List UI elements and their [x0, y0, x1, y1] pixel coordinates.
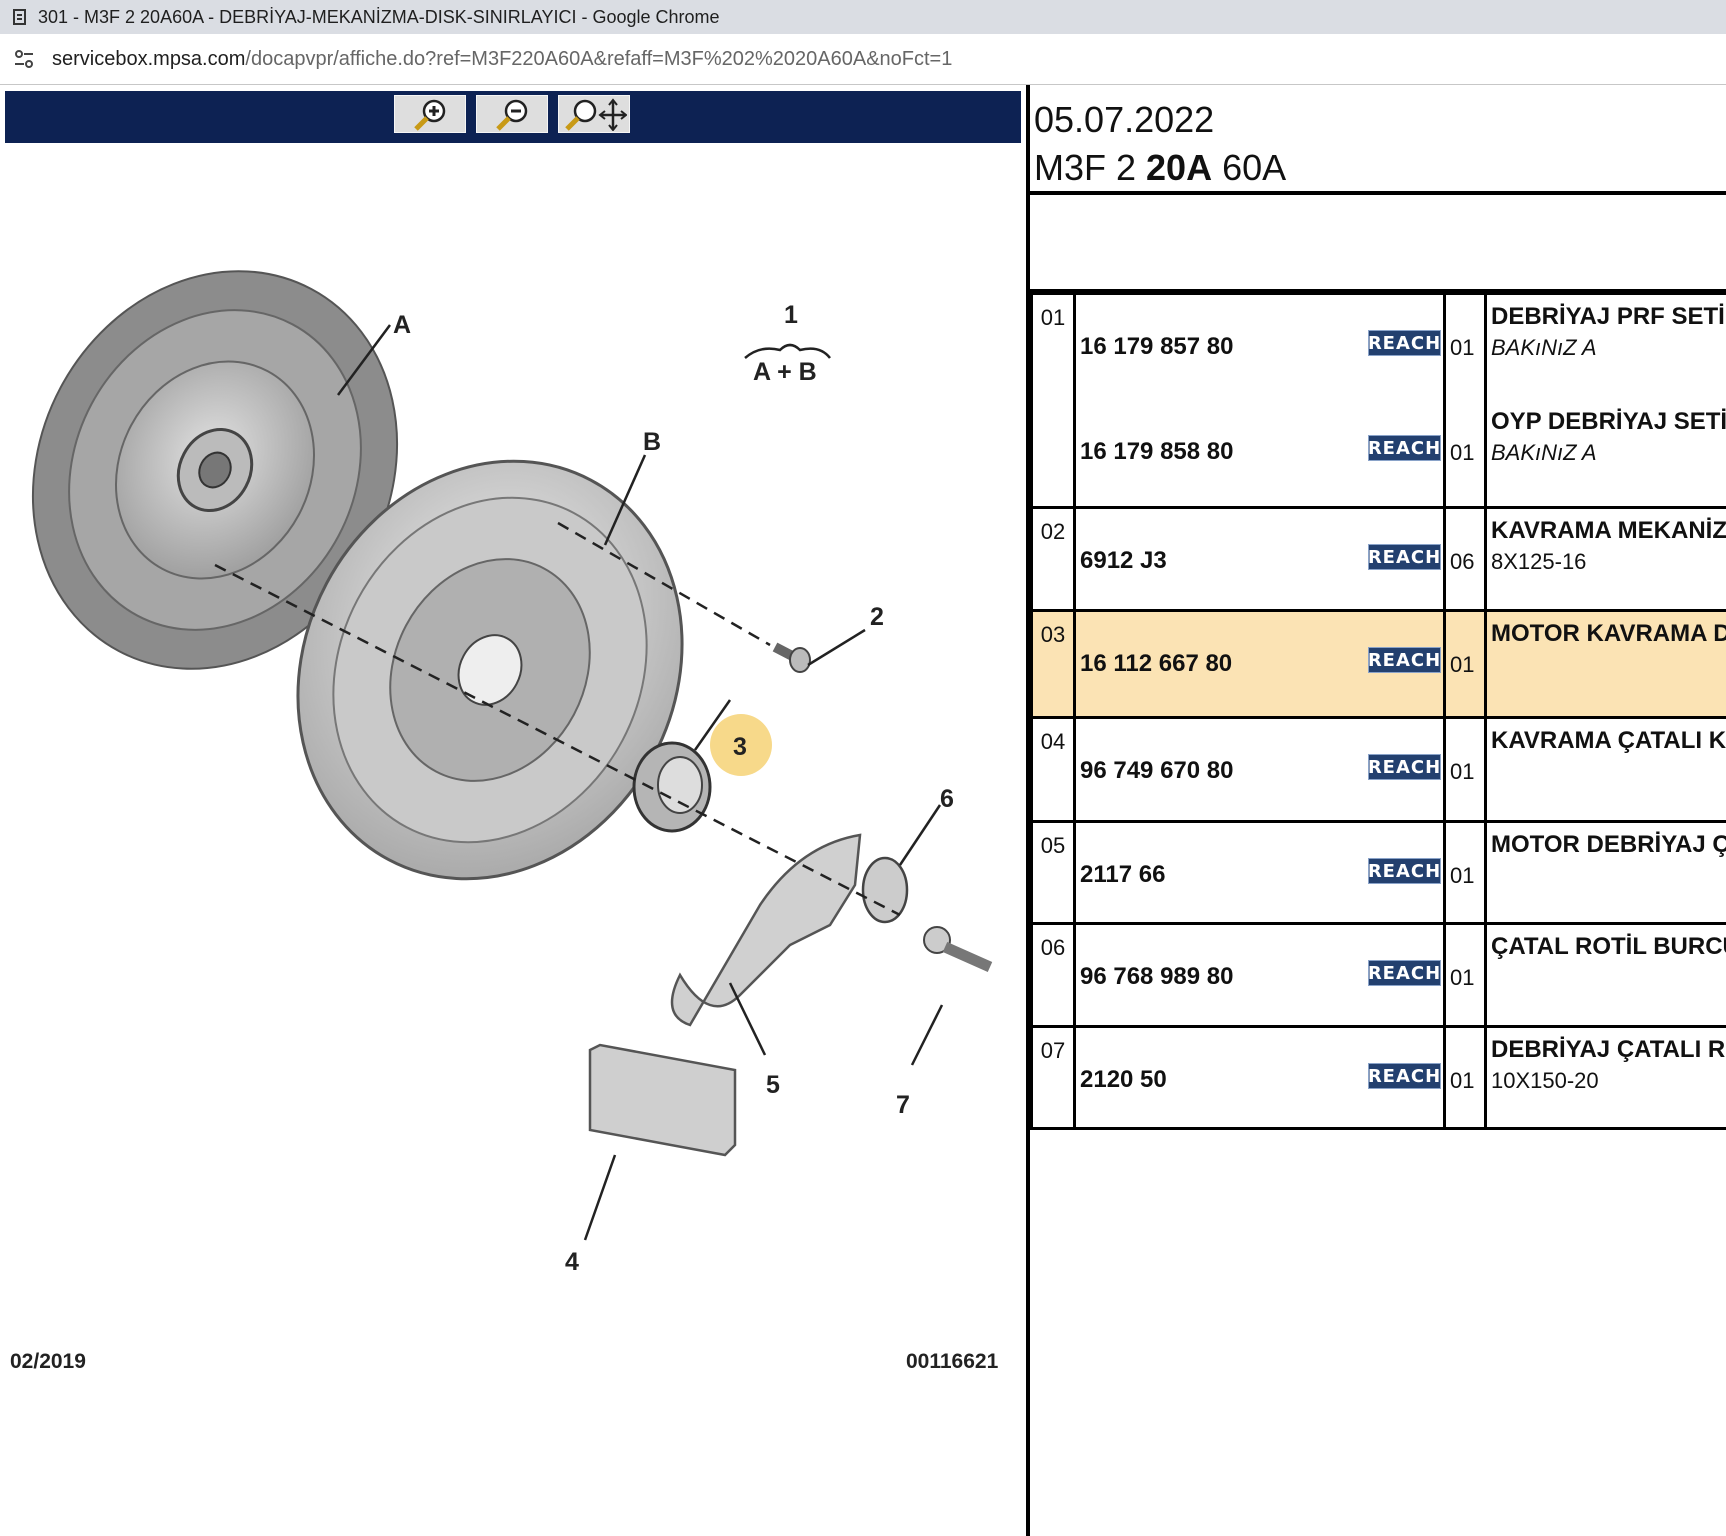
- reach-badge: REACH: [1368, 435, 1441, 461]
- position-number: 05: [1030, 820, 1076, 925]
- bolt: [772, 642, 811, 673]
- parts-panel: 05.07.2022 M3F 2 20A 60A 01 16 179 857 8…: [1030, 85, 1726, 1536]
- quantity: 01: [1450, 759, 1475, 784]
- part-description: MOTOR KAVRAMA DA: [1491, 620, 1726, 647]
- zoom-out-icon: [496, 99, 528, 131]
- part-description: ÇATAL ROTİL BURCU: [1491, 933, 1726, 960]
- position-number: 04: [1030, 716, 1076, 823]
- quantity: 06: [1450, 549, 1475, 574]
- table-top-rule: [1030, 289, 1726, 293]
- parts-table: 01 16 179 857 80 REACH 16 179 858 80 REA…: [1030, 292, 1726, 1130]
- exploded-diagram: A B 1 A + B 2 3 4 5 6 7: [31, 270, 993, 1276]
- window-titlebar: 301 - M3F 2 20A60A - DEBRİYAJ-MEKANİZMA-…: [0, 0, 1726, 34]
- table-row[interactable]: 01 16 179 857 80 REACH 16 179 858 80 REA…: [1030, 292, 1726, 509]
- zoom-in-button[interactable]: [394, 95, 466, 133]
- url-host[interactable]: servicebox.mpsa.com: [52, 47, 246, 70]
- label-a-plus-b: A + B: [753, 358, 817, 386]
- model-ref: M3F 2 20A 60A: [1034, 147, 1287, 188]
- part-description: OYP DEBRİYAJ SETİ: [1491, 408, 1726, 435]
- table-row[interactable]: 05 2117 66 REACH 01 MOTOR DEBRİYAJ ÇA: [1030, 820, 1726, 925]
- part-note[interactable]: BAKıNıZ A: [1491, 335, 1597, 360]
- position-number: 02: [1030, 506, 1076, 612]
- site-settings-icon[interactable]: [12, 47, 36, 71]
- table-row[interactable]: 06 96 768 989 80 REACH 01 ÇATAL ROTİL BU…: [1030, 922, 1726, 1028]
- pivot-bushing: [861, 856, 909, 924]
- part-number[interactable]: 2120 50: [1080, 1066, 1167, 1093]
- part-number[interactable]: 16 179 858 80: [1080, 438, 1234, 465]
- reach-badge: REACH: [1368, 544, 1441, 570]
- part-description: KAVRAMA MEKANİZM: [1491, 517, 1726, 544]
- page-date: 05.07.2022: [1034, 99, 1215, 140]
- url-path[interactable]: /docapvpr/affiche.do?ref=M3F220A60A&refa…: [245, 47, 953, 70]
- quantity: 01: [1450, 1068, 1475, 1093]
- quantity: 01: [1450, 863, 1475, 888]
- reach-badge: REACH: [1368, 647, 1441, 673]
- reach-badge: REACH: [1368, 330, 1441, 356]
- part-description: DEBRİYAJ ÇATALI RO: [1491, 1036, 1726, 1063]
- position-number: 01: [1030, 292, 1076, 509]
- part-description: DEBRİYAJ PRF SETİ: [1491, 303, 1725, 330]
- label-6: 6: [940, 785, 954, 813]
- clutch-disc: [31, 270, 399, 670]
- label-a: A: [393, 311, 411, 339]
- part-description: KAVRAMA ÇATALI KÖ: [1491, 727, 1726, 754]
- reach-badge: REACH: [1368, 960, 1441, 986]
- position-number: 03: [1030, 609, 1076, 719]
- label-2: 2: [870, 603, 884, 631]
- panel-divider: [1026, 85, 1030, 1536]
- part-number[interactable]: 16 179 857 80: [1080, 333, 1234, 360]
- part-note[interactable]: BAKıNıZ A: [1491, 440, 1597, 465]
- table-row[interactable]: 07 2120 50 REACH 01 DEBRİYAJ ÇATALI RO 1…: [1030, 1025, 1726, 1130]
- label-5: 5: [766, 1071, 780, 1099]
- zoom-toolbar: [5, 91, 1021, 143]
- diagram-panel: A B 1 A + B 2 3 4 5 6 7 02/2019 00116621: [0, 85, 1026, 1536]
- part-number[interactable]: 6912 J3: [1080, 547, 1167, 574]
- page-icon: [13, 9, 26, 25]
- part-note: 10X150-20: [1491, 1068, 1599, 1093]
- quantity: 01: [1450, 335, 1475, 360]
- part-number[interactable]: 2117 66: [1080, 861, 1166, 888]
- reach-badge: REACH: [1368, 858, 1441, 884]
- zoom-pan-icon: [565, 98, 627, 131]
- reach-badge: REACH: [1368, 754, 1441, 780]
- table-row-selected[interactable]: 03 16 112 667 80 REACH 01 MOTOR KAVRAMA …: [1030, 609, 1726, 719]
- part-description: MOTOR DEBRİYAJ ÇA: [1491, 831, 1726, 858]
- zoom-out-button[interactable]: [476, 95, 548, 133]
- zoom-in-icon: [414, 99, 446, 131]
- window-title: 301 - M3F 2 20A60A - DEBRİYAJ-MEKANİZMA-…: [38, 6, 720, 27]
- label-1: 1: [784, 301, 798, 329]
- diagram-code: 00116621: [906, 1350, 999, 1373]
- label-b: B: [643, 428, 661, 456]
- diagram-date: 02/2019: [10, 1350, 86, 1373]
- header-rule: [1030, 191, 1726, 195]
- release-bearing: [632, 741, 712, 833]
- part-number[interactable]: 16 112 667 80: [1080, 650, 1233, 677]
- address-bar[interactable]: servicebox.mpsa.com/docapvpr/affiche.do?…: [0, 34, 1726, 85]
- table-row[interactable]: 04 96 749 670 80 REACH 01 KAVRAMA ÇATALI…: [1030, 716, 1726, 823]
- zoom-pan-button[interactable]: [558, 95, 630, 133]
- table-row[interactable]: 02 6912 J3 REACH 06 KAVRAMA MEKANİZM 8X1…: [1030, 506, 1726, 612]
- quantity: 01: [1450, 440, 1475, 465]
- position-number: 07: [1030, 1025, 1076, 1130]
- part-number[interactable]: 96 749 670 80: [1080, 757, 1234, 784]
- position-number: 06: [1030, 922, 1076, 1028]
- label-3: 3: [733, 733, 747, 761]
- pressure-plate: [296, 459, 684, 881]
- part-number[interactable]: 96 768 989 80: [1080, 963, 1234, 990]
- part-note: 8X125-16: [1491, 549, 1587, 574]
- label-7: 7: [896, 1091, 910, 1119]
- clutch-fork: [670, 833, 862, 1027]
- reach-badge: REACH: [1368, 1063, 1441, 1089]
- quantity: 01: [1450, 965, 1475, 990]
- label-4: 4: [565, 1248, 579, 1276]
- highlight-marker: [710, 714, 772, 776]
- ball-stud: [923, 926, 993, 973]
- guide-pad: [588, 1043, 737, 1157]
- quantity: 01: [1450, 652, 1475, 677]
